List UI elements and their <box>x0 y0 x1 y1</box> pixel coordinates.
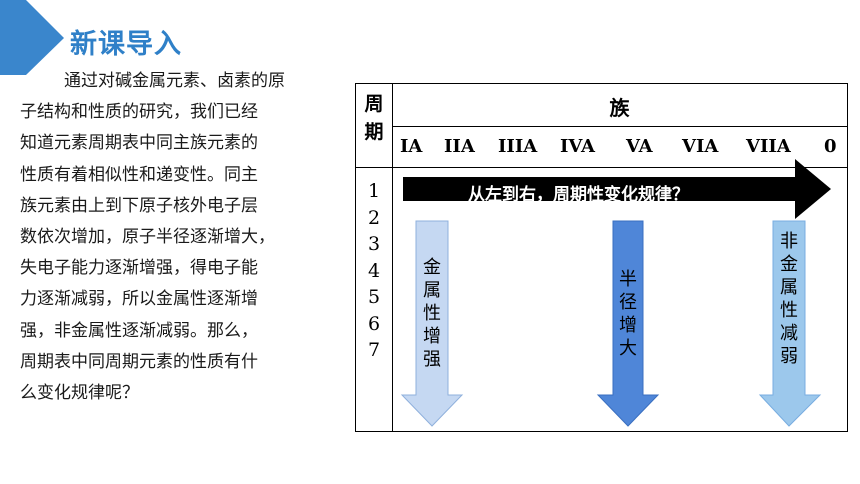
group-header: 族 <box>609 96 630 120</box>
group-label: VA <box>626 136 653 157</box>
vertical-arrow-nonmetallic <box>758 220 822 427</box>
vertical-arrow-radius <box>596 220 660 427</box>
label-char: 性 <box>780 300 798 321</box>
paragraph-line: 知道元素周期表中同主族元素的 <box>20 133 258 154</box>
group-label: VIIA <box>746 136 791 157</box>
period-number: 5 <box>367 286 381 308</box>
label-char: 属 <box>423 280 441 301</box>
group-label: IIIA <box>498 136 538 157</box>
periodic-trend-table: 周 期 族 IA IIA IIIA IVA VA VIA VIIA 0 1 2 … <box>355 83 848 432</box>
label-char: 增 <box>619 315 637 336</box>
paragraph-line: 子结构和性质的研究，我们已经 <box>20 102 258 123</box>
paragraph-line: 通过对碱金属元素、卤素的原 <box>64 71 285 91</box>
horizontal-trend-arrow <box>403 159 831 219</box>
group-label: IVA <box>560 136 595 157</box>
period-number: 6 <box>367 312 381 335</box>
paragraph-line: 数依次增加，原子半径逐渐增大， <box>20 227 275 248</box>
paragraph-line: 周期表中同周期元素的性质有什 <box>20 351 258 372</box>
paragraph-line: 失电子能力逐渐增强，得电子能 <box>20 258 258 279</box>
label-char: 径 <box>619 292 637 313</box>
table-divider <box>392 126 847 127</box>
intro-paragraph: 通过对碱金属元素、卤素的原 子结构和性质的研究，我们已经 知道元素周期表中同主族… <box>20 66 358 409</box>
period-number: 3 <box>367 233 381 255</box>
horizontal-arrow-label: 从左到右，周期性变化规律？ <box>468 185 689 205</box>
period-number: 7 <box>367 339 381 361</box>
corner-arrow-shape <box>0 0 64 75</box>
group-label: 0 <box>824 136 837 157</box>
label-char: 半 <box>619 269 637 290</box>
period-numbers: 1 2 3 4 5 6 7 <box>356 178 392 364</box>
trend-arrows <box>400 159 831 427</box>
paragraph-line: 么变化规律呢？ <box>20 383 139 404</box>
group-label: IIA <box>444 136 475 157</box>
paragraph-line: 力逐渐减弱，所以金属性逐渐增 <box>20 289 258 310</box>
period-header-char: 周 <box>364 93 384 115</box>
label-char: 性 <box>423 303 441 324</box>
label-char: 减 <box>780 323 798 344</box>
label-char: 属 <box>780 277 798 298</box>
period-number: 2 <box>367 206 381 229</box>
table-divider <box>392 84 393 431</box>
label-char: 金 <box>423 257 441 278</box>
vertical-arrow-metallic <box>400 220 464 427</box>
metallic-trend-label: 金 属 性 增 强 <box>421 256 443 371</box>
paragraph-line: 强，非金属性逐渐减弱。那么， <box>20 320 258 341</box>
slide-title: 新课导入 <box>70 29 182 60</box>
label-char: 金 <box>780 254 798 275</box>
group-label: IA <box>400 136 423 157</box>
table-divider <box>356 167 847 168</box>
period-number: 1 <box>367 180 381 202</box>
period-header-char: 期 <box>364 121 384 143</box>
label-char: 增 <box>423 326 441 347</box>
group-label: VIA <box>682 136 719 157</box>
label-char: 大 <box>619 338 637 359</box>
period-header: 周 期 <box>356 90 392 146</box>
radius-trend-label: 半 径 增 大 <box>617 268 639 360</box>
period-number: 4 <box>367 259 381 282</box>
paragraph-line: 性质有着相似性和递变性。同主 <box>20 164 258 185</box>
label-char: 强 <box>423 349 441 370</box>
label-char: 弱 <box>780 346 798 367</box>
paragraph-line: 族元素由上到下原子核外电子层 <box>20 195 258 216</box>
label-char: 非 <box>780 231 798 252</box>
nonmetallic-trend-label: 非 金 属 性 减 弱 <box>778 230 800 368</box>
